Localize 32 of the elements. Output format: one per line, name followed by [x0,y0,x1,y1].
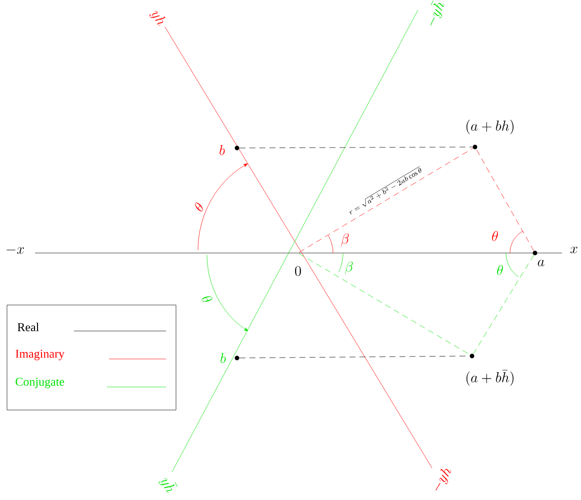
angle-label: $\theta$ [497,264,503,276]
angle-label: $\beta$ [341,233,349,246]
legend-text: Real [18,322,39,332]
node-label: $(a+bh)$ [466,120,514,134]
legend-text: Conjugate [16,378,64,388]
dashed-line [476,148,534,252]
legend-text: Imaginary [16,350,64,360]
point: $(a+bh)$ [466,120,514,150]
point: $b$ [220,145,240,156]
point: $a$ [532,250,544,266]
axis-label: $-x$ [6,247,24,254]
node-label: $a$ [538,260,544,266]
dashed-line [299,148,474,252]
axis-label: $x$ [570,246,578,254]
point: $b$ [220,353,240,364]
node-label: $(a+b\bar{h})$ [466,370,514,386]
edge-label: $r=\sqrt{a^2+b^2-2ab\cos\theta}$ [346,164,424,217]
angle-label: $\beta$ [345,261,353,274]
axis-label: $y\bar{h}$ [158,478,178,493]
node-label: $b$ [220,353,226,364]
angle-label: $\theta$ [492,230,498,242]
point: $(a+b\bar{h})$ [466,354,514,386]
node-label: $b$ [220,145,225,156]
dashed-line [473,254,534,354]
axis-label: $yh$ [149,11,166,26]
axis-label: $-y\bar{h}$ [430,0,444,26]
axis-label: $-yh$ [436,468,452,490]
angle-label: $\theta$ [195,202,203,212]
angle-label: $\theta$ [202,296,212,302]
point: $0$ [295,266,301,276]
dashed-line [239,356,470,358]
dashed-line [239,146,473,148]
